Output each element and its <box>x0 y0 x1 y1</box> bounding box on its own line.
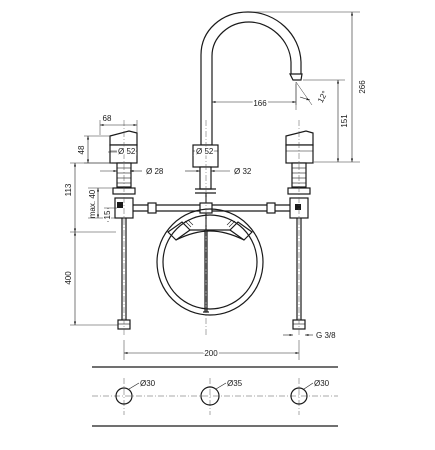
dim-hose-length: 400 <box>64 232 118 326</box>
dim-text-angle: 12° <box>316 89 330 104</box>
dim-base-dia-center: Ø 52 <box>195 146 216 158</box>
right-handle <box>285 130 314 330</box>
dim-handle-width: 68 <box>99 114 138 135</box>
dim-text-68: 68 <box>103 114 112 123</box>
dim-text-thread: G 3/8 <box>316 331 336 340</box>
hose-loop <box>156 208 264 316</box>
dim-text-113: 113 <box>64 183 73 196</box>
dim-height-spout: 151 <box>303 79 349 162</box>
dim-base-dia-left: Ø 52 <box>108 146 137 158</box>
dim-text-48: 48 <box>77 145 86 154</box>
dim-text-166: 166 <box>253 99 267 108</box>
dim-text-dia52-left: Ø 52 <box>118 147 136 156</box>
centerlines <box>123 120 300 335</box>
hole-center <box>200 386 220 406</box>
dim-text-hole-center: Ø35 <box>227 379 243 388</box>
dim-height-total: 266 <box>252 11 367 163</box>
dim-mount-height: 113 <box>64 162 116 233</box>
dim-text-max40: max. 40 <box>88 189 97 218</box>
dim-shank-dia-center: Ø 32 <box>185 167 252 176</box>
dim-text-dia28: Ø 28 <box>146 167 164 176</box>
dim-shank-dia-left: Ø 28 <box>100 167 164 176</box>
dim-text-dia32: Ø 32 <box>234 167 252 176</box>
dim-text-15: 15 <box>103 210 112 219</box>
dim-text-hole-left: Ø30 <box>140 379 156 388</box>
dim-small: 15 <box>103 207 117 222</box>
connector-pipes <box>133 202 290 214</box>
dim-text-266: 266 <box>358 80 367 94</box>
dim-spout-reach: 166 <box>211 84 297 110</box>
dim-handle-height: 48 <box>77 135 112 164</box>
dim-text-dia52-center: Ø 52 <box>196 147 214 156</box>
hole-right <box>290 387 308 405</box>
spout <box>200 11 303 146</box>
dim-text-200: 200 <box>204 349 218 358</box>
dim-spacing: 200 <box>123 340 300 360</box>
dim-text-151: 151 <box>340 114 349 128</box>
left-handle <box>109 130 138 330</box>
hole-left <box>115 387 133 405</box>
deck-plan: Ø30 Ø35 Ø30 <box>92 366 338 427</box>
dim-angle: 12° <box>295 81 330 106</box>
dim-text-hole-right: Ø30 <box>314 379 330 388</box>
dim-thread: G 3/8 <box>283 331 336 340</box>
dim-text-400: 400 <box>64 271 73 285</box>
center-base <box>192 144 219 313</box>
